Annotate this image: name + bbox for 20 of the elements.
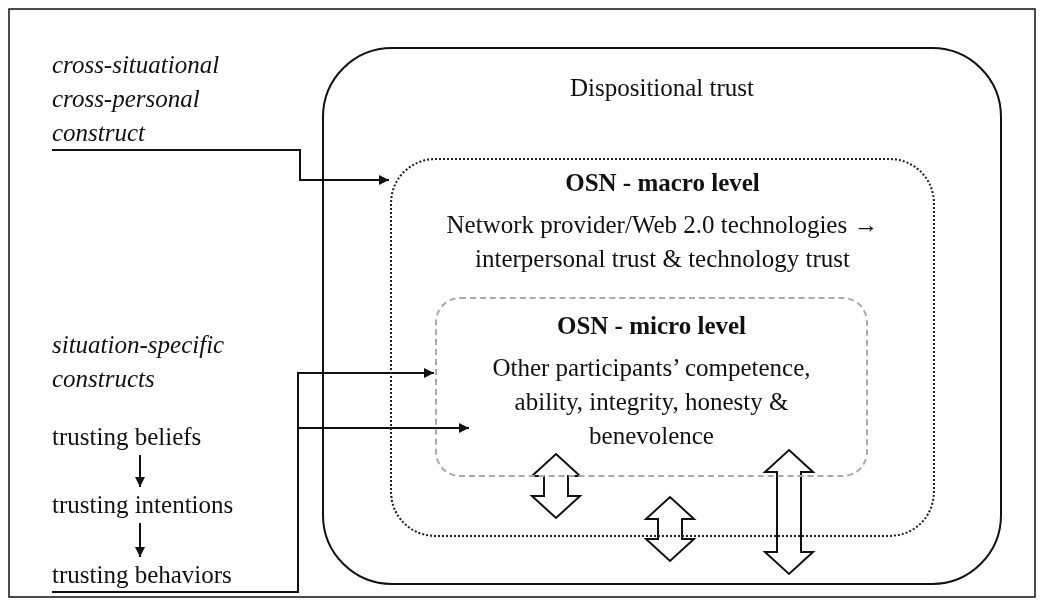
box-text: Network provider/Web 2.0 technologies → interpersonal trust & technology trust bbox=[445, 210, 880, 274]
rounded-box bbox=[435, 297, 868, 477]
arrow bbox=[135, 454, 145, 488]
box-heading: OSN - macro level bbox=[565, 168, 760, 198]
rounded-box bbox=[390, 158, 935, 537]
box-heading: Dispositional trust bbox=[570, 73, 754, 103]
construct-text: cross-situational cross-personal construct bbox=[52, 48, 252, 150]
construct-text: trusting intentions bbox=[52, 488, 282, 522]
arrow bbox=[135, 522, 145, 558]
box-heading: OSN - micro level bbox=[556, 311, 747, 341]
double-block-arrow bbox=[762, 448, 816, 576]
construct-text: trusting behaviors bbox=[52, 558, 282, 592]
arrow bbox=[51, 423, 470, 593]
double-block-arrow bbox=[529, 452, 583, 520]
rounded-box bbox=[322, 47, 1002, 585]
box-text: Other participants’ competence, ability, integrity, honesty & benevolence bbox=[491, 353, 812, 451]
arrow bbox=[51, 149, 390, 185]
group-heading: situation-specific constructs bbox=[52, 330, 226, 394]
construct-text: trusting beliefs bbox=[52, 420, 282, 454]
double-block-arrow bbox=[643, 495, 697, 563]
